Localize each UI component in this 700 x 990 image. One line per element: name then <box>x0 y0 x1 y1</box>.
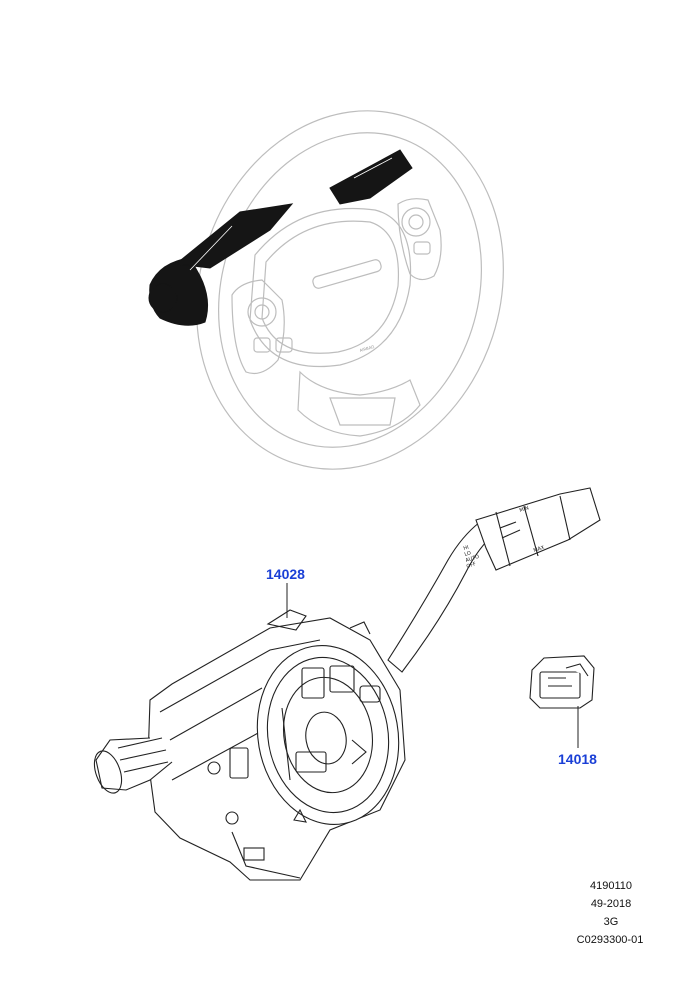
stalk-markings: HI LO AUTO OFF MIN MAX AIRBAG <box>359 344 546 570</box>
stalk-label-lo: LO <box>464 550 472 558</box>
reference-line-1: 4190110 <box>589 880 632 892</box>
wiper-label-min: MIN <box>519 505 530 514</box>
stalk-label-off: OFF <box>466 561 477 570</box>
reference-line-2: 49-2018 <box>590 898 632 910</box>
callout-14028[interactable]: 14028 <box>266 566 305 582</box>
callout-14018[interactable]: 14018 <box>558 751 597 767</box>
stalk-label-auto: AUTO <box>465 554 480 564</box>
reference-line-3: 3G <box>603 916 619 928</box>
column-shroud <box>148 149 413 326</box>
wiper-label-max: MAX <box>533 545 546 554</box>
pushbutton-switch-part <box>529 655 595 709</box>
airbag-label: AIRBAG <box>359 344 375 353</box>
reference-line-4: C0293300-01 <box>576 934 644 946</box>
stalk-label-hi: HI <box>463 545 470 552</box>
steering-wheel-illustration <box>196 110 504 470</box>
clockspring-switch-assembly <box>93 487 601 881</box>
